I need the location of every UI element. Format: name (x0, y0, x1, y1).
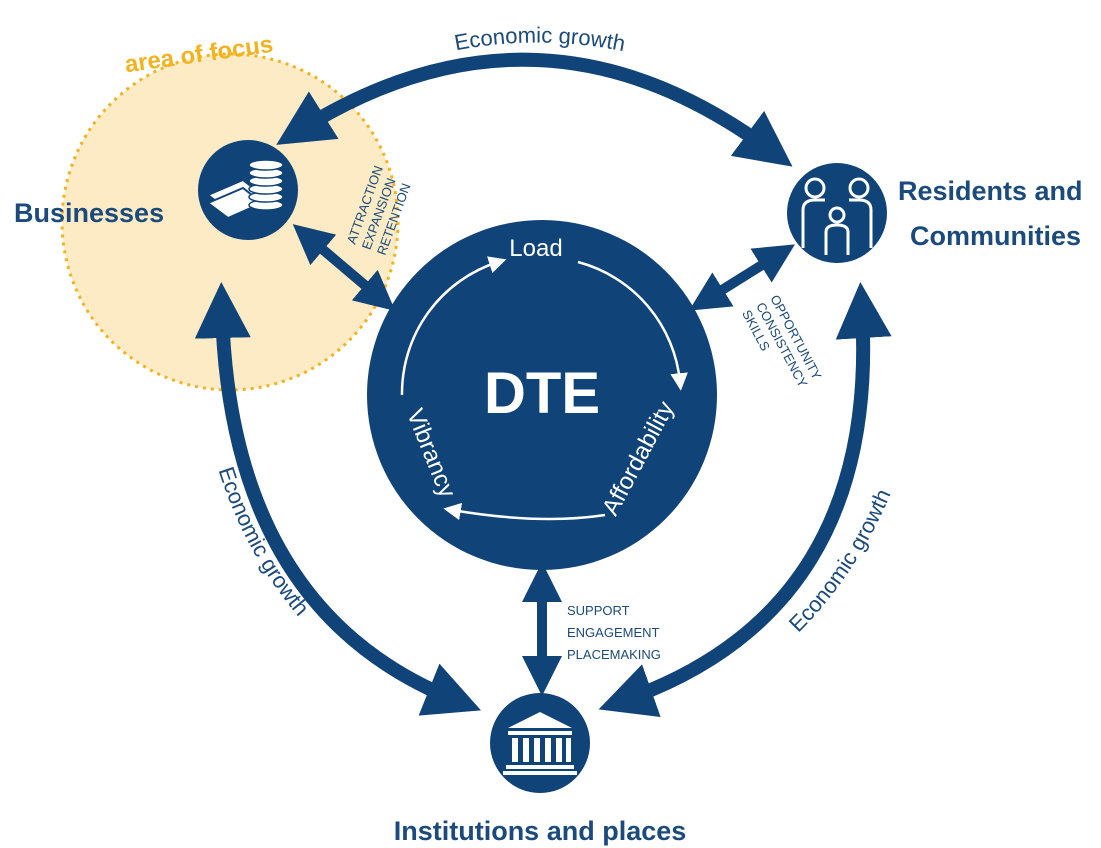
dte-title: DTE (484, 361, 600, 426)
dte-center-circle (367, 220, 717, 570)
left-growth-label: Economic growth (214, 464, 315, 621)
svg-text:ENGAGEMENT: ENGAGEMENT (567, 625, 660, 640)
institutions-node (490, 693, 590, 793)
money-stack-icon (206, 159, 284, 220)
svg-text:SUPPORT: SUPPORT (567, 603, 630, 618)
top-growth-arrow (276, 52, 793, 167)
left-growth-arrow (194, 282, 481, 716)
residents-link-arrow (689, 244, 795, 311)
right-growth-arrow (598, 282, 892, 718)
family-icon (801, 177, 873, 255)
businesses-node (198, 140, 298, 240)
residents-node (787, 163, 887, 263)
institution-building-icon (503, 712, 577, 775)
institutions-link-labels: SUPPORT ENGAGEMENT PLACEMAKING (567, 603, 661, 662)
svg-text:PLACEMAKING: PLACEMAKING (567, 647, 661, 662)
cycle-arrow-vibrancy-to-load (400, 256, 507, 396)
residents-label-line2: Communities (910, 221, 1081, 251)
top-growth-label: Economic growth (452, 22, 627, 56)
residents-link-labels: OPPORTUNITY CONSISTENCY SKILLS (739, 292, 825, 390)
institutions-label: Institutions and places (394, 816, 687, 846)
businesses-label: Businesses (14, 198, 164, 228)
residents-label-line1: Residents and (898, 176, 1083, 206)
cycle-arrow-load-to-affordability (577, 260, 688, 391)
cycle-arrow-affordability-to-vibrancy (443, 502, 606, 521)
businesses-link-arrow (292, 224, 396, 311)
cycle-label-load: Load (509, 235, 562, 262)
